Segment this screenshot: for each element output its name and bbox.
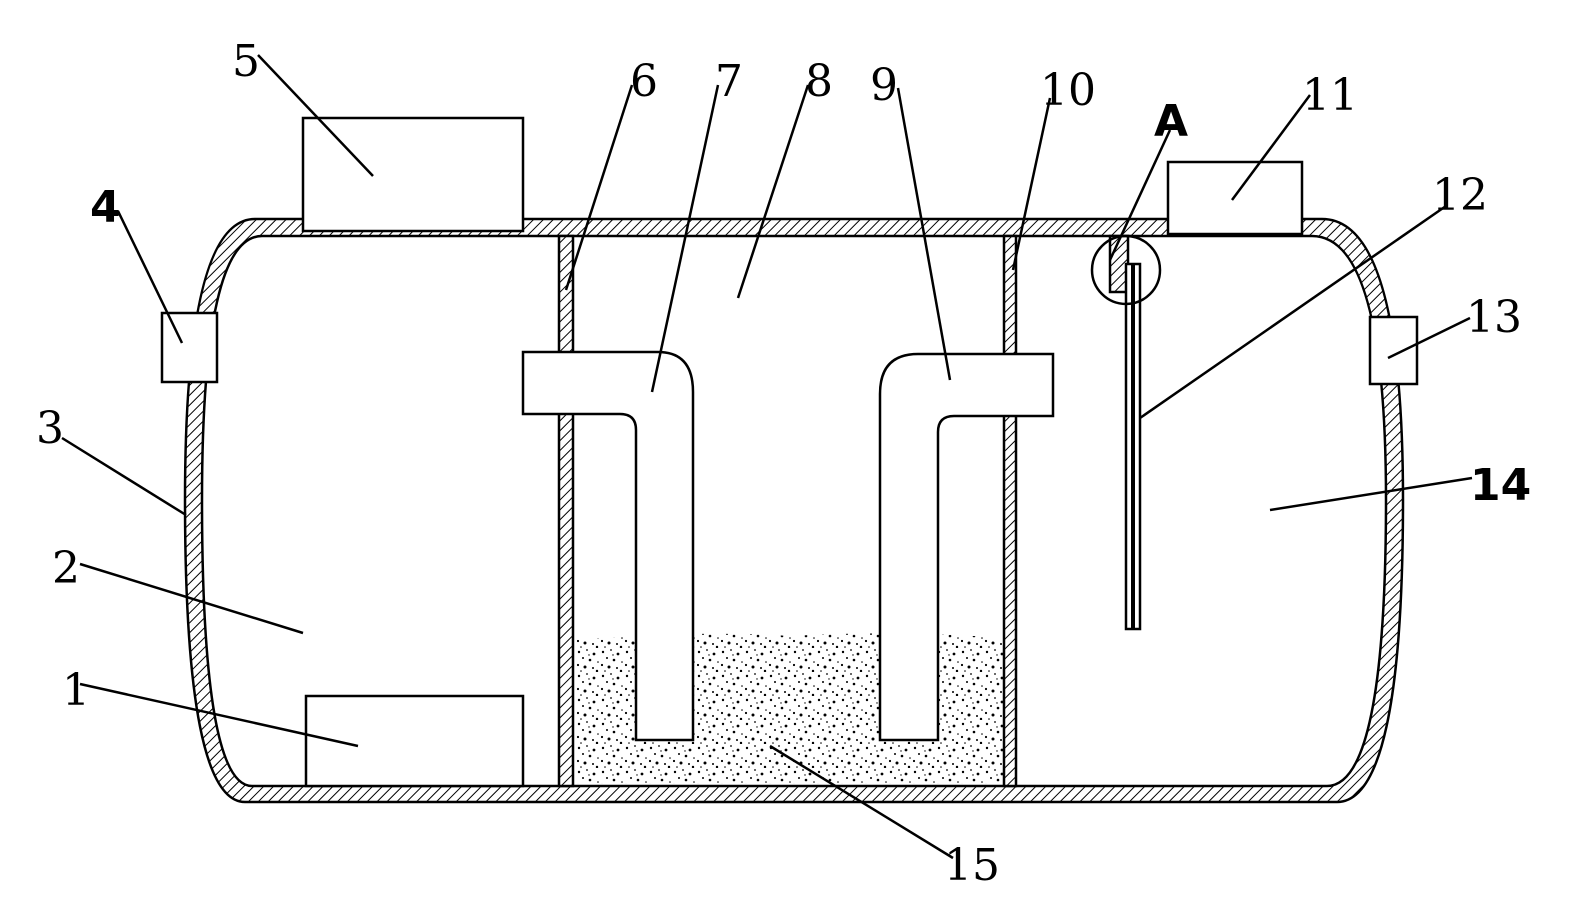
label-15: 15: [944, 840, 1000, 891]
leader-line-7: [652, 85, 718, 392]
label-7: 7: [715, 56, 743, 107]
label-6: 6: [630, 56, 658, 107]
leader-line-8: [738, 85, 808, 298]
manhole-cover-left: [303, 118, 523, 231]
leader-line-a: [1110, 130, 1170, 260]
leader-line-4: [118, 211, 182, 343]
baffle-plate-inner: [1131, 264, 1135, 629]
partition-wall-right: [1004, 236, 1016, 786]
outlet-pipe: [1370, 317, 1417, 384]
inlet-pipe: [162, 313, 217, 382]
label-3: 3: [36, 403, 64, 454]
label-9: 9: [870, 60, 898, 111]
label-1: 1: [62, 665, 90, 716]
leader-line-10: [1013, 98, 1050, 270]
label-8: 8: [805, 56, 833, 107]
label-12: 12: [1432, 170, 1488, 221]
leader-line-14: [1270, 478, 1472, 510]
partition-wall-left: [559, 236, 573, 786]
label-5: 5: [232, 36, 260, 87]
label-2: 2: [52, 543, 80, 594]
label-a: A: [1154, 96, 1188, 147]
leader-line-12: [1140, 206, 1446, 418]
label-10: 10: [1040, 65, 1096, 116]
label-13: 13: [1466, 292, 1522, 343]
label-4: 4: [90, 182, 121, 233]
label-11: 11: [1302, 70, 1358, 121]
leader-line-3: [62, 438, 186, 515]
leader-line-6: [566, 85, 632, 290]
label-14: 14: [1470, 460, 1531, 511]
